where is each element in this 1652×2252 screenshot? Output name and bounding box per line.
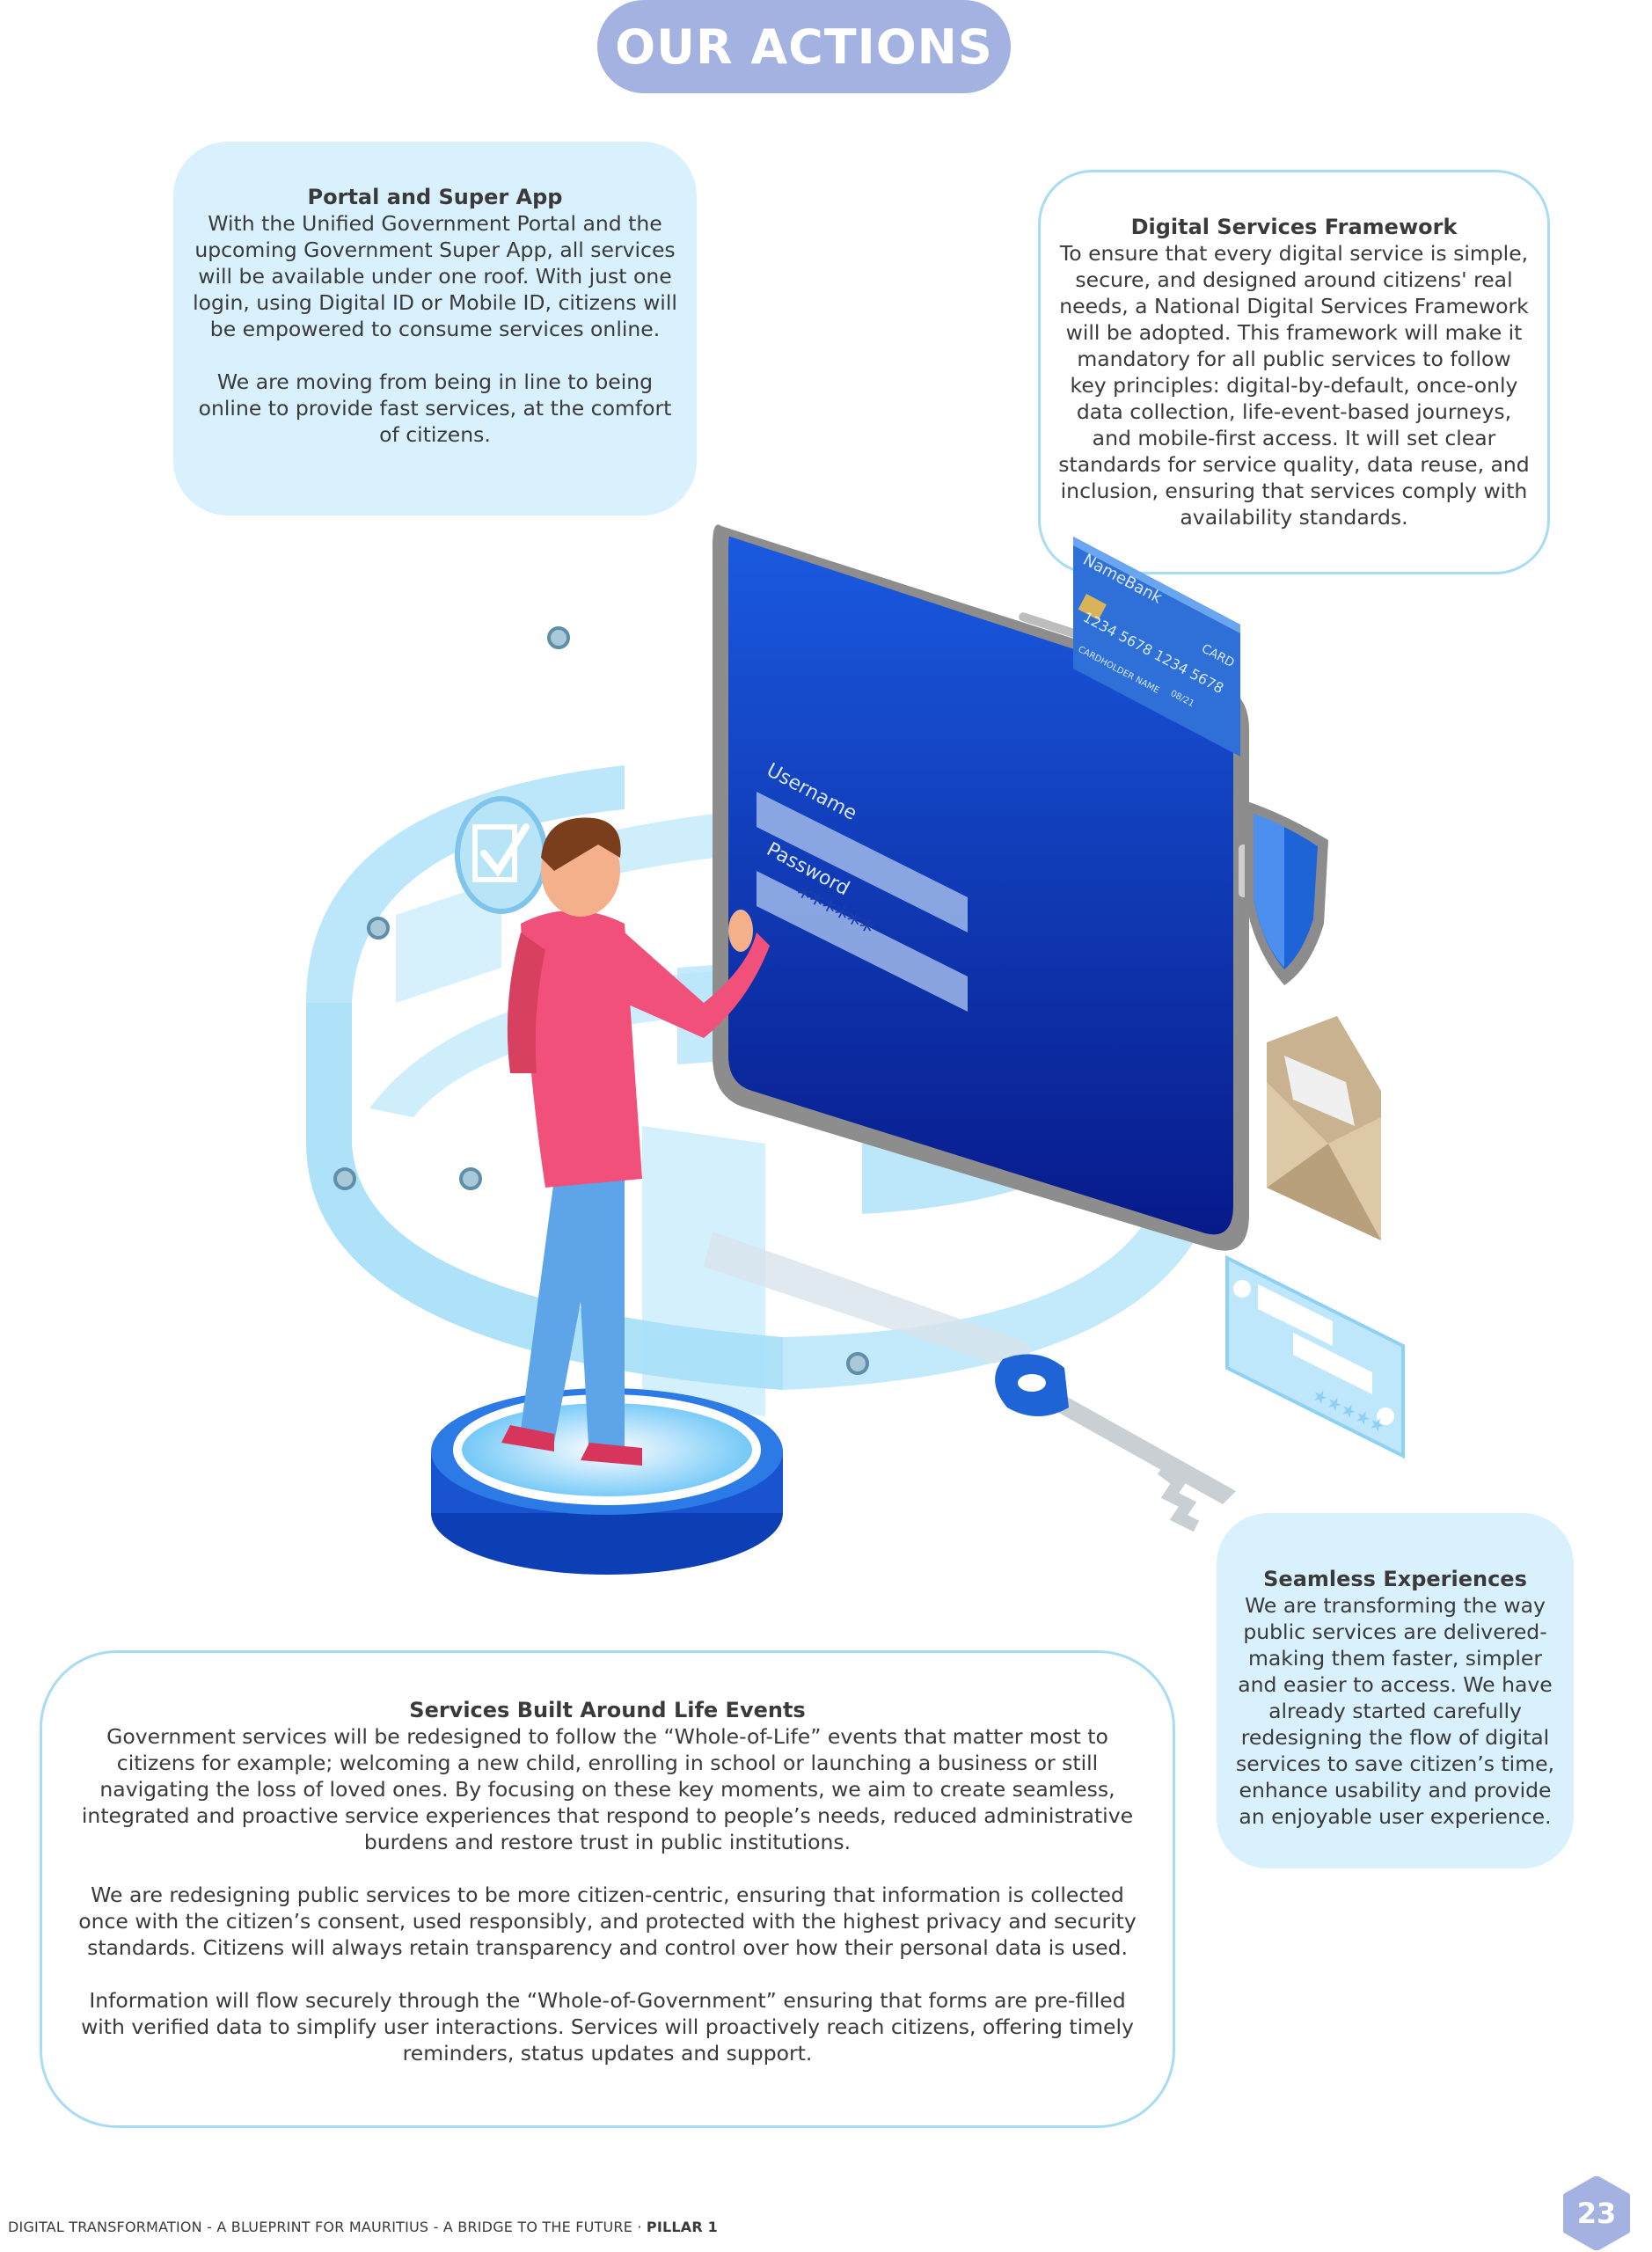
- seamless-heading: Seamless Experiences: [1263, 1567, 1527, 1591]
- life-events-paragraph-2: We are redesigning public services to be…: [78, 1883, 1137, 1960]
- section-title-pill: OUR ACTIONS: [597, 0, 1011, 93]
- seamless-paragraph-1: We are transforming the way public servi…: [1235, 1593, 1555, 1829]
- key-icon: [995, 1354, 1236, 1532]
- life-events-paragraph-1: Government services will be redesigned t…: [81, 1724, 1134, 1854]
- footer-running-title: DIGITAL TRANSFORMATION - A BLUEPRINT FOR…: [8, 2219, 718, 2235]
- footer-text: DIGITAL TRANSFORMATION - A BLUEPRINT FOR…: [8, 2219, 647, 2235]
- portal-super-app-box: Portal and Super App With the Unified Go…: [173, 142, 697, 515]
- envelope-icon: [1267, 1016, 1381, 1240]
- footer-pillar: PILLAR 1: [646, 2219, 718, 2235]
- person-figure: [501, 817, 770, 1466]
- page-number: 23: [1576, 2197, 1617, 2230]
- seamless-experiences-box: Seamless Experiences We are transforming…: [1217, 1513, 1574, 1868]
- dsf-heading: Digital Services Framework: [1130, 215, 1458, 239]
- smartphone: Username Password ******: [704, 524, 1251, 1364]
- digital-services-framework-box: Digital Services Framework To ensure tha…: [1038, 170, 1550, 574]
- dsf-paragraph-1: To ensure that every digital service is …: [1058, 241, 1530, 530]
- portal-super-app-heading: Portal and Super App: [307, 185, 563, 209]
- feedback-card-icon: ★★★★★: [1225, 1254, 1405, 1459]
- life-events-paragraph-3: Information will flow securely through t…: [81, 1988, 1134, 2066]
- portal-paragraph-1: With the Unified Government Portal and t…: [193, 211, 677, 341]
- section-title: OUR ACTIONS: [615, 18, 993, 75]
- life-events-box: Services Built Around Life Events Govern…: [40, 1650, 1175, 2128]
- life-events-heading: Services Built Around Life Events: [409, 1698, 806, 1722]
- digital-services-illustration: Username Password ****** NameBank 1234 5…: [306, 524, 1405, 1575]
- portal-paragraph-2: We are moving from being in line to bein…: [198, 369, 672, 447]
- shield-icon: [1245, 801, 1328, 985]
- page-number-badge: [1563, 2176, 1630, 2250]
- check-badge-icon: [455, 796, 548, 914]
